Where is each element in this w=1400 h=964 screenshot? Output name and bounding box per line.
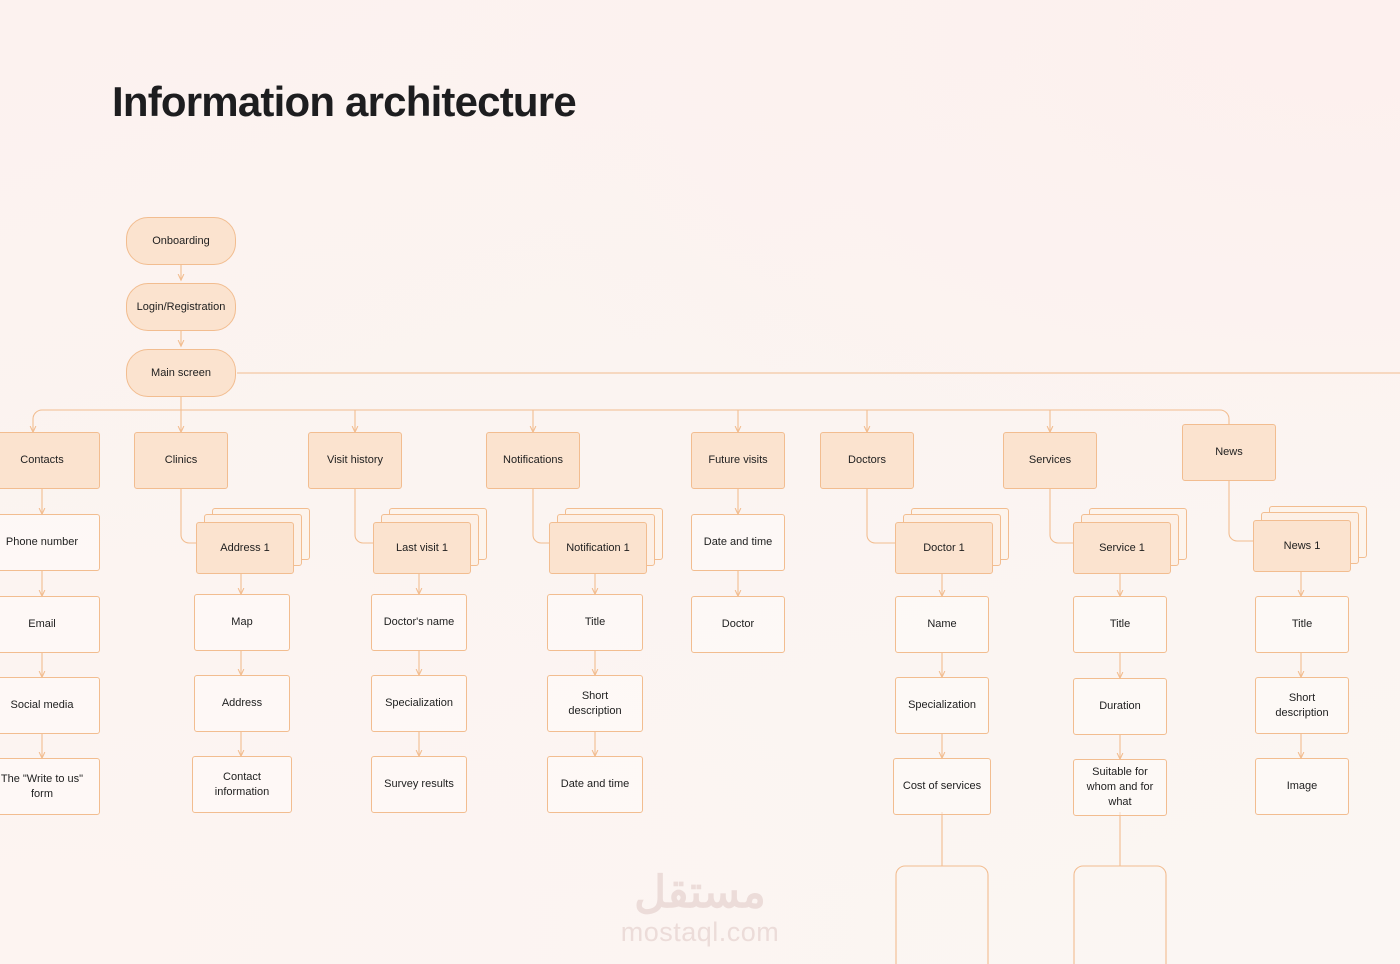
stack-address-1[interactable]: Address 1 (196, 508, 310, 574)
node-label: News 1 (1283, 539, 1321, 552)
node-label: Doctors (848, 454, 886, 467)
node-login-registration[interactable]: Login/Registration (126, 283, 236, 331)
stack-last-visit-1[interactable]: Last visit 1 (373, 508, 487, 574)
node-section-doctors[interactable]: Doctors (820, 432, 914, 489)
node-label: Name (927, 618, 957, 631)
node-label: Specialization (908, 699, 976, 712)
node-contacts-social-media[interactable]: Social media (0, 677, 100, 734)
page-title: Information architecture (112, 78, 577, 125)
node-label: Doctor's name (383, 616, 455, 629)
node-section-clinics[interactable]: Clinics (134, 432, 228, 489)
stack-card-front[interactable]: Doctor 1 (895, 522, 993, 574)
node-label: News (1215, 446, 1243, 459)
node-label: Image (1286, 780, 1318, 793)
node-label: Future visits (708, 454, 768, 467)
node-label: Contact information (214, 770, 270, 798)
node-label: Phone number (5, 536, 79, 549)
stack-card-front[interactable]: News 1 (1253, 520, 1351, 572)
node-label: Map (231, 616, 253, 629)
node-label: Address 1 (220, 541, 270, 554)
node-contacts-email[interactable]: Email (0, 596, 100, 653)
node-future-visits-date-and-time[interactable]: Date and time (691, 514, 785, 571)
node-label: Title (584, 616, 606, 629)
stack-service-1[interactable]: Service 1 (1073, 508, 1187, 574)
node-section-news[interactable]: News (1182, 424, 1276, 481)
node-label: Notification 1 (566, 541, 630, 554)
node-label: Suitable for whom and for what (1086, 766, 1154, 808)
node-label: Short description (568, 689, 622, 717)
node-visit-history-survey-results[interactable]: Survey results (371, 756, 467, 813)
node-section-services[interactable]: Services (1003, 432, 1097, 489)
node-label: Duration (1099, 700, 1141, 713)
node-label: Doctor (721, 618, 755, 631)
node-label: Visit history (326, 454, 384, 467)
node-main-screen[interactable]: Main screen (126, 349, 236, 397)
node-label: Social media (10, 699, 74, 712)
node-label: Date and time (703, 536, 773, 549)
node-label: Title (1291, 618, 1313, 631)
node-doctors-specialization[interactable]: Specialization (895, 677, 989, 734)
node-doctors-cost-of-services[interactable]: Cost of services (893, 758, 991, 815)
node-services-suitable-for-whom[interactable]: Suitable for whom and for what (1073, 759, 1167, 816)
node-label: Contacts (20, 454, 64, 467)
node-visit-history-specialization[interactable]: Specialization (371, 675, 467, 732)
node-label: Specialization (385, 697, 453, 710)
node-visit-history-doctors-name[interactable]: Doctor's name (371, 594, 467, 651)
node-services-duration[interactable]: Duration (1073, 678, 1167, 735)
node-label: Login/Registration (136, 300, 226, 313)
node-label: The "Write to us" form (0, 772, 84, 800)
node-label: Notifications (503, 454, 563, 467)
node-label: Last visit 1 (396, 541, 448, 554)
node-label: Cost of services (902, 780, 982, 793)
stack-card-front[interactable]: Address 1 (196, 522, 294, 574)
node-label: Address (221, 697, 263, 710)
node-contacts-write-to-us-form[interactable]: The "Write to us" form (0, 758, 100, 815)
node-label: Short description (1275, 691, 1329, 719)
node-news-title[interactable]: Title (1255, 596, 1349, 653)
node-doctors-name[interactable]: Name (895, 596, 989, 653)
node-label: Survey results (384, 778, 454, 791)
node-section-notifications[interactable]: Notifications (486, 432, 580, 489)
node-label: Title (1109, 618, 1131, 631)
node-section-contacts[interactable]: Contacts (0, 432, 100, 489)
node-news-image[interactable]: Image (1255, 758, 1349, 815)
node-clinics-address[interactable]: Address (194, 675, 290, 732)
node-label: Clinics (164, 454, 198, 467)
node-label: Date and time (560, 778, 630, 791)
node-news-short-description[interactable]: Short description (1255, 677, 1349, 734)
node-notifications-date-and-time[interactable]: Date and time (547, 756, 643, 813)
node-label: Main screen (151, 366, 211, 379)
stack-card-front[interactable]: Notification 1 (549, 522, 647, 574)
node-label: Services (1028, 454, 1072, 467)
node-label: Onboarding (152, 234, 210, 247)
node-section-future-visits[interactable]: Future visits (691, 432, 785, 489)
node-clinics-contact-information[interactable]: Contact information (192, 756, 292, 813)
node-notifications-short-description[interactable]: Short description (547, 675, 643, 732)
stack-card-front[interactable]: Last visit 1 (373, 522, 471, 574)
node-section-visit-history[interactable]: Visit history (308, 432, 402, 489)
node-notifications-title[interactable]: Title (547, 594, 643, 651)
node-label: Service 1 (1099, 541, 1145, 554)
stack-doctor-1[interactable]: Doctor 1 (895, 508, 1009, 574)
stack-notification-1[interactable]: Notification 1 (549, 508, 663, 574)
node-future-visits-doctor[interactable]: Doctor (691, 596, 785, 653)
node-label: Doctor 1 (923, 541, 965, 554)
node-services-title[interactable]: Title (1073, 596, 1167, 653)
node-clinics-map[interactable]: Map (194, 594, 290, 651)
node-onboarding[interactable]: Onboarding (126, 217, 236, 265)
node-label: Email (28, 618, 56, 631)
stack-news-1[interactable]: News 1 (1253, 506, 1367, 572)
node-contacts-phone-number[interactable]: Phone number (0, 514, 100, 571)
stack-card-front[interactable]: Service 1 (1073, 522, 1171, 574)
